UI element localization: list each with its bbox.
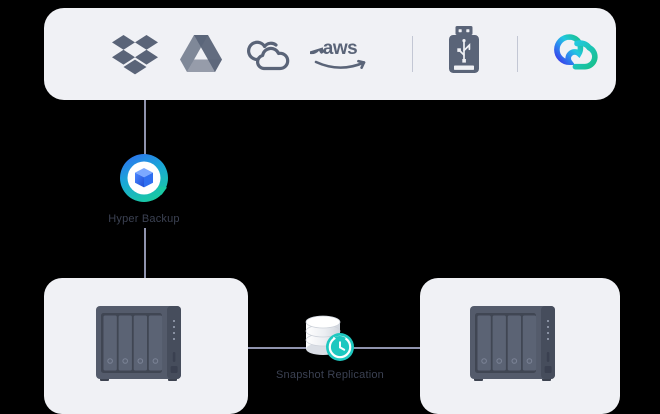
snapshot-replication-node[interactable]: Snapshot Replication	[262, 312, 398, 381]
hyper-backup-label: Hyper Backup	[108, 213, 180, 225]
cloud-destinations-row: aws	[44, 8, 616, 100]
connector-hyperbackup-to-nas	[144, 228, 146, 280]
nas-device-left[interactable]	[96, 304, 196, 388]
usb-drive-icon[interactable]	[447, 26, 481, 82]
svg-text:aws: aws	[323, 38, 357, 59]
snapshot-replication-label: Snapshot Replication	[276, 369, 384, 381]
aws-icon[interactable]: aws	[310, 35, 370, 73]
snapshot-replication-icon	[305, 315, 354, 361]
cloud-destinations-panel	[44, 8, 616, 100]
hyper-backup-node[interactable]: Hyper Backup	[94, 152, 194, 225]
cloud-icon[interactable]	[244, 35, 290, 73]
dropbox-icon[interactable]	[112, 33, 158, 75]
panel-divider-2	[517, 36, 518, 72]
panel-divider-1	[412, 36, 413, 72]
connector-cloud-to-hyperbackup	[144, 100, 146, 160]
synology-c2-icon[interactable]	[552, 31, 604, 77]
google-drive-icon[interactable]	[180, 35, 222, 73]
hyper-backup-icon	[120, 154, 168, 202]
nas-device-right[interactable]	[470, 304, 570, 388]
